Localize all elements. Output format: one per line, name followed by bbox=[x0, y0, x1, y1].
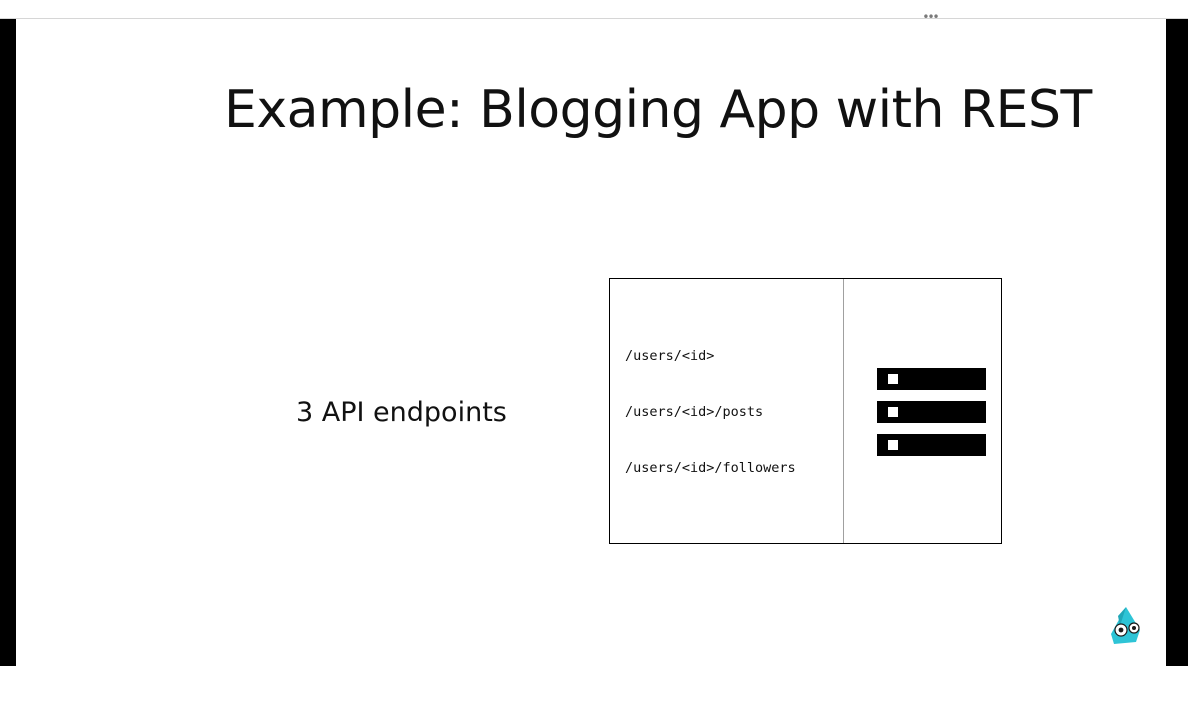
endpoint-user-followers: /users/<id>/followers bbox=[625, 460, 796, 476]
slide-subtitle: 3 API endpoints bbox=[296, 397, 507, 428]
slide-title: Example: Blogging App with REST bbox=[224, 80, 1092, 140]
endpoint-diagram: /users/<id> /users/<id>/posts /users/<id… bbox=[609, 278, 1002, 544]
server-icon bbox=[877, 434, 986, 456]
server-icon bbox=[877, 368, 986, 390]
left-letterbox-bar bbox=[0, 19, 16, 666]
bottom-bar bbox=[0, 666, 1188, 703]
server-icon bbox=[877, 401, 986, 423]
top-divider bbox=[0, 18, 1188, 19]
endpoint-users: /users/<id> bbox=[625, 348, 715, 364]
parrot-mascot-icon[interactable] bbox=[1106, 604, 1146, 648]
right-letterbox-bar bbox=[1166, 19, 1188, 666]
endpoint-user-posts: /users/<id>/posts bbox=[625, 404, 764, 420]
server-led bbox=[888, 440, 898, 450]
server-led bbox=[888, 407, 898, 417]
server-led bbox=[888, 374, 898, 384]
diagram-divider bbox=[843, 279, 844, 543]
